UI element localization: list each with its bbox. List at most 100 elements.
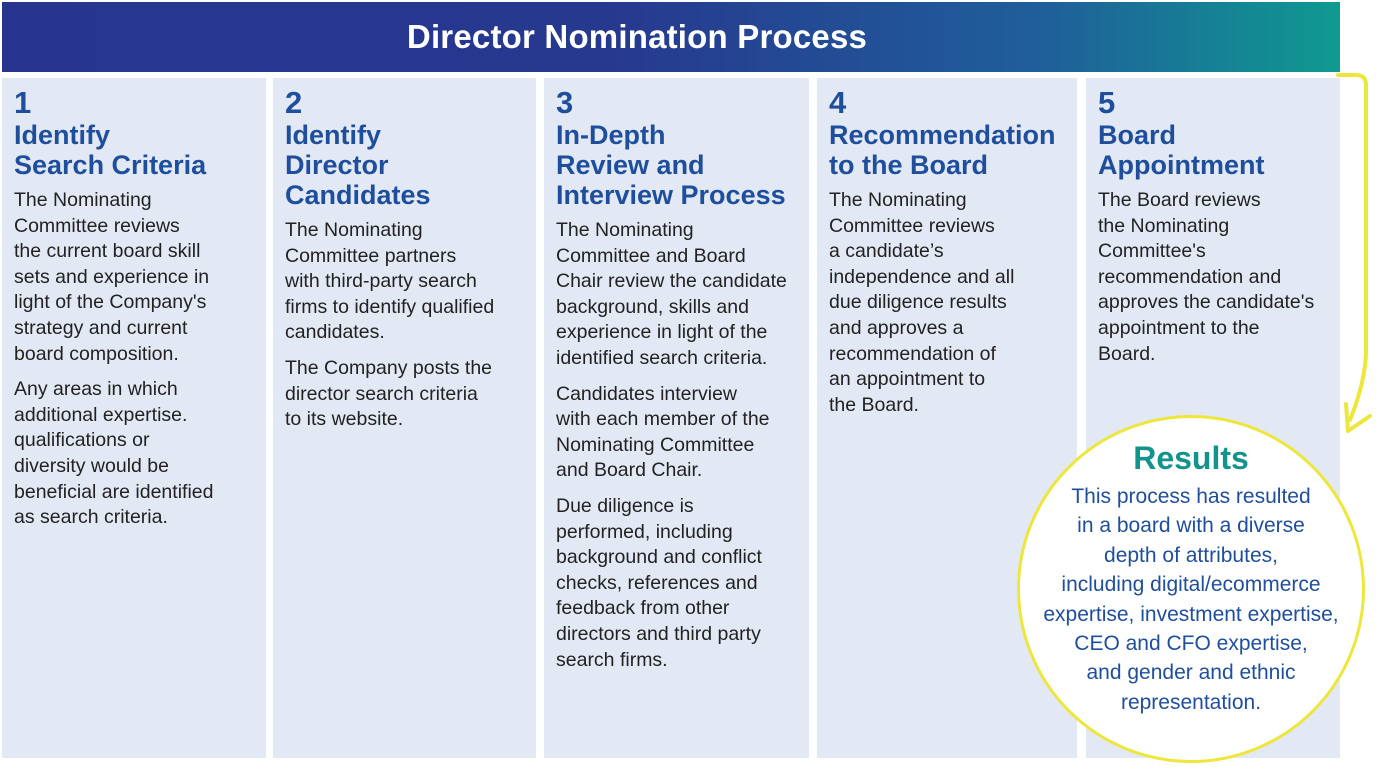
text-line: with third-party search: [285, 270, 477, 293]
results-body: This process has resulted in a board wit…: [1034, 482, 1348, 717]
results-line: including digital/ecommerce: [1061, 573, 1321, 597]
text-line: feedback from other: [556, 597, 730, 620]
step-title-line: Review and: [556, 150, 705, 180]
results-line: and gender and ethnic: [1086, 661, 1296, 685]
step-paragraph: The Company posts the director search cr…: [285, 356, 536, 433]
text-line: Committee reviews: [829, 214, 995, 237]
step-title-line: In-Depth: [556, 120, 666, 150]
results-circle: Results This process has resulted in a b…: [1017, 415, 1365, 763]
text-line: strategy and current: [14, 316, 188, 339]
text-line: Board.: [1098, 342, 1156, 365]
step-number: 1: [14, 85, 32, 120]
text-line: and Board Chair.: [556, 459, 703, 482]
text-line: appointment to the: [1098, 316, 1260, 339]
results-line: This process has resulted: [1071, 485, 1311, 508]
text-line: Committee's: [1098, 240, 1206, 263]
text-line: to its website.: [285, 408, 404, 431]
text-line: The Nominating: [14, 189, 152, 211]
step-paragraph: Any areas in which additional expertise.…: [14, 377, 266, 531]
step-title: Recommendation to the Board: [829, 120, 1077, 180]
step-paragraph: Due diligence is performed, including ba…: [556, 494, 809, 673]
text-line: background and conflict: [556, 546, 762, 569]
step-title: Board Appointment: [1098, 120, 1340, 180]
text-line: additional expertise.: [14, 403, 188, 426]
text-line: as search criteria.: [14, 506, 168, 529]
text-line: performed, including: [556, 520, 733, 543]
text-line: independence and all: [829, 265, 1015, 288]
text-line: the Board.: [829, 393, 919, 416]
header-banner: Director Nomination Process: [2, 2, 1340, 72]
text-line: beneficial are identified: [14, 480, 214, 503]
text-line: an appointment to: [829, 368, 986, 391]
results-line: in a board with a diverse: [1077, 514, 1305, 538]
text-line: The Board reviews: [1098, 189, 1261, 211]
results-line: expertise, investment expertise,: [1043, 602, 1339, 626]
step-number: 3: [556, 85, 574, 120]
text-line: with each member of the: [556, 408, 770, 431]
page-title: Director Nomination Process: [406, 18, 868, 55]
step-title-line: Search Criteria: [14, 150, 207, 180]
text-line: the Nominating: [1098, 214, 1230, 237]
flow-arrow-line: [1336, 73, 1368, 422]
text-line: The Nominating: [829, 189, 967, 211]
text-line: firms to identify qualified: [285, 295, 495, 318]
text-line: The Company posts the: [285, 356, 493, 379]
step-paragraph: Candidates interview with each member of…: [556, 382, 809, 484]
step-paragraph: The Board reviews the Nominating Committ…: [1098, 188, 1340, 367]
text-line: Committee and Board: [556, 244, 746, 267]
step-title-line: Director: [285, 150, 389, 180]
text-line: search firms.: [556, 648, 668, 671]
text-line: approves the candidate's: [1098, 291, 1315, 314]
text-line: recommendation and: [1098, 265, 1282, 288]
step-title-line: Recommendation: [829, 120, 1056, 150]
text-line: Any areas in which: [14, 378, 178, 401]
text-line: background, skills and: [556, 295, 749, 318]
text-line: qualifications or: [14, 429, 150, 452]
step-paragraph: The Nominating Committee reviews a candi…: [829, 188, 1077, 418]
step-2-panel: 2 Identify Director Candidates The Nomin…: [273, 78, 536, 758]
text-line: director search criteria: [285, 382, 478, 405]
text-line: the current board skill: [14, 240, 201, 263]
step-title-line: Candidates: [285, 180, 431, 210]
text-line: sets and experience in: [14, 265, 210, 288]
step-title-line: Interview Process: [556, 180, 786, 210]
step-number: 5: [1098, 85, 1116, 120]
text-line: recommendation of: [829, 342, 996, 365]
text-line: Candidates interview: [556, 382, 738, 405]
text-line: Chair review the candidate: [556, 270, 787, 293]
step-title: Identify Director Candidates: [285, 120, 536, 210]
text-line: diversity would be: [14, 454, 169, 477]
text-line: light of the Company's: [14, 291, 207, 314]
step-3-panel: 3 In-Depth Review and Interview Process …: [544, 78, 809, 758]
results-line: representation.: [1120, 690, 1262, 714]
step-paragraph: The Nominating Committee and Board Chair…: [556, 218, 809, 372]
results-line: depth of attributes,: [1104, 543, 1278, 567]
text-line: Nominating Committee: [556, 433, 755, 456]
flow-arrow-head: [1344, 402, 1372, 433]
text-line: board composition.: [14, 342, 179, 365]
text-line: Due diligence is: [556, 494, 694, 517]
text-line: Committee partners: [285, 244, 457, 267]
text-line: The Nominating: [556, 219, 694, 241]
text-line: and approves a: [829, 316, 964, 339]
step-title: In-Depth Review and Interview Process: [556, 120, 809, 210]
step-title: Identify Search Criteria: [14, 120, 266, 180]
step-4-panel: 4 Recommendation to the Board The Nomina…: [817, 78, 1077, 758]
text-line: candidates.: [285, 321, 385, 344]
step-number: 2: [285, 85, 303, 120]
step-paragraph: The Nominating Committee reviews the cur…: [14, 188, 266, 367]
step-title-line: Identify: [14, 120, 111, 150]
text-line: identified search criteria.: [556, 346, 768, 369]
step-number: 4: [829, 85, 847, 120]
text-line: experience in light of the: [556, 321, 768, 344]
text-line: The Nominating: [285, 219, 423, 241]
text-line: checks, references and: [556, 571, 758, 594]
text-line: directors and third party: [556, 622, 761, 645]
step-title-line: Identify: [285, 120, 382, 150]
step-1-panel: 1 Identify Search Criteria The Nominatin…: [2, 78, 266, 758]
text-line: due diligence results: [829, 291, 1007, 314]
text-line: a candidate’s: [829, 240, 944, 263]
step-title-line: Appointment: [1098, 150, 1265, 180]
step-title-line: to the Board: [829, 150, 988, 180]
